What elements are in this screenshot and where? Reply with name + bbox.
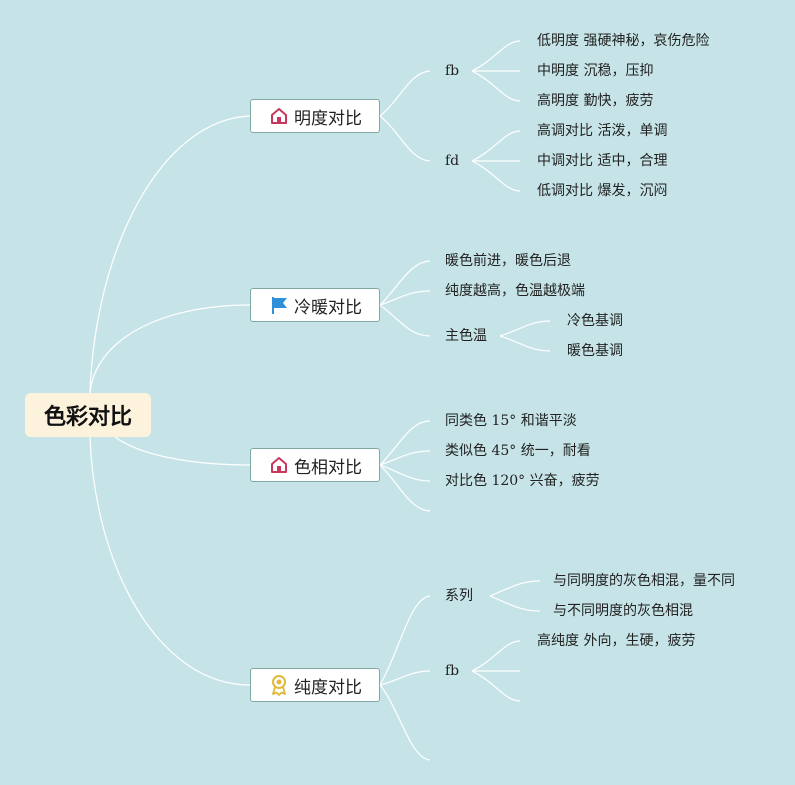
leaf-topic[interactable]: 与不同明度的灰色相混 xyxy=(553,603,693,619)
leaf-topic[interactable]: 纯度越高，色温越极端 xyxy=(445,283,585,299)
leaf-topic[interactable]: 高纯度 外向，生硬，疲劳 xyxy=(537,633,696,649)
leaf-topic[interactable]: 暖色基调 xyxy=(567,343,623,359)
sub-topic-series[interactable]: 系列 xyxy=(445,588,473,604)
branch-label: 冷暖对比 xyxy=(294,297,362,318)
branch-label: 明度对比 xyxy=(294,108,362,129)
branch-brightness-contrast[interactable]: 明度对比 xyxy=(250,99,380,133)
branch-hue-contrast[interactable]: 色相对比 xyxy=(250,448,380,482)
leaf-topic[interactable]: 类似色 45° 统一，耐看 xyxy=(445,443,591,459)
branch-label: 色相对比 xyxy=(294,457,362,478)
leaf-topic[interactable]: 低明度 强硬神秘，哀伤危险 xyxy=(537,33,710,49)
leaf-topic[interactable]: 高明度 勤快，疲劳 xyxy=(537,93,654,109)
leaf-topic[interactable]: 同类色 15° 和谐平淡 xyxy=(445,413,577,429)
branch-warm-cool-contrast[interactable]: 冷暖对比 xyxy=(250,288,380,322)
root-topic[interactable]: 色彩对比 xyxy=(25,393,151,437)
leaf-topic[interactable]: 高调对比 活泼，单调 xyxy=(537,123,668,139)
leaf-topic[interactable]: 暖色前进，暖色后退 xyxy=(445,253,571,269)
leaf-topic[interactable]: 冷色基调 xyxy=(567,313,623,329)
sub-topic-fd[interactable]: fd xyxy=(445,153,460,169)
leaf-topic[interactable]: 对比色 120° 兴奋，疲劳 xyxy=(445,473,600,489)
leaf-topic[interactable]: 中调对比 适中，合理 xyxy=(537,153,668,169)
leaf-topic[interactable]: 中明度 沉稳，压抑 xyxy=(537,63,654,79)
flag-icon xyxy=(268,294,290,316)
leaf-topic[interactable]: 与同明度的灰色相混，量不同 xyxy=(553,573,735,589)
home-icon xyxy=(268,105,290,127)
sub-topic-fb[interactable]: fb xyxy=(445,63,460,79)
leaf-topic[interactable]: 低调对比 爆发，沉闷 xyxy=(537,183,668,199)
sub-topic-fb[interactable]: fb xyxy=(445,663,460,679)
award-icon xyxy=(268,674,290,696)
sub-topic-main-temperature[interactable]: 主色温 xyxy=(445,328,487,344)
branch-label: 纯度对比 xyxy=(294,677,362,698)
home-icon xyxy=(268,454,290,476)
branch-saturation-contrast[interactable]: 纯度对比 xyxy=(250,668,380,702)
